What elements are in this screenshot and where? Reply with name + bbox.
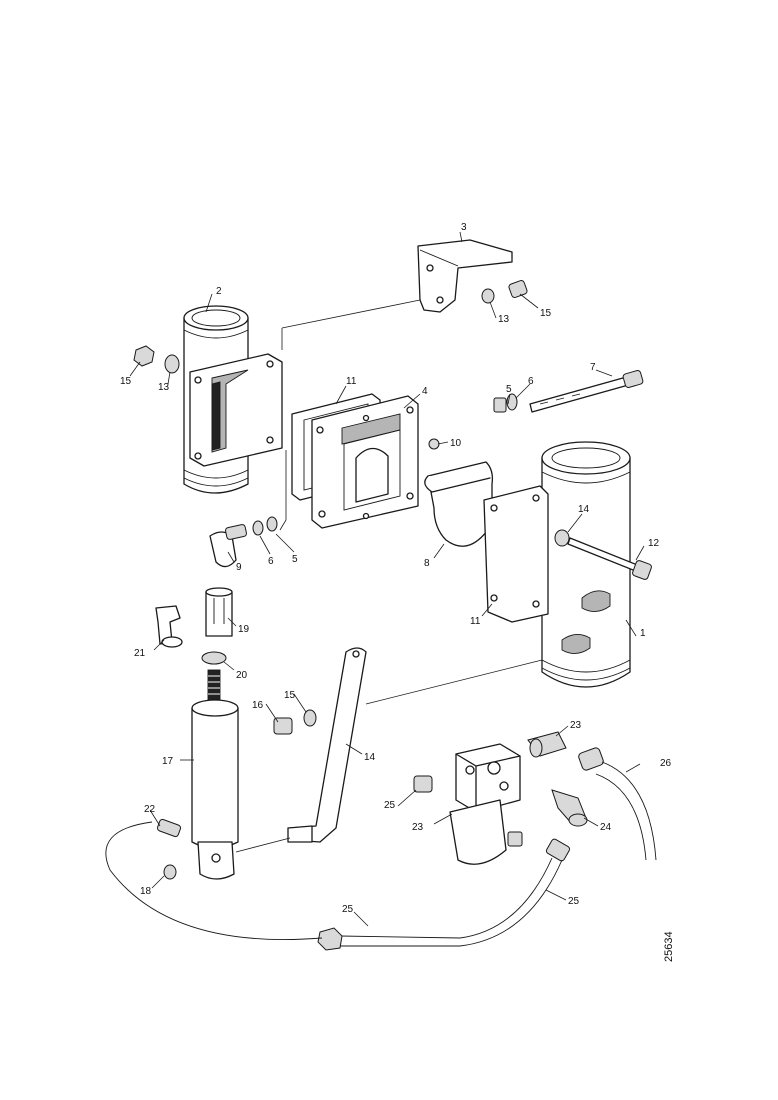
alignment-lines [235,299,543,853]
pipe-left [183,305,283,494]
callout-22: 23 [412,822,424,833]
callout-1: 1 [640,628,646,639]
callout-21: 22 [144,804,156,815]
pipe-main-right [483,441,631,688]
callout-labels: 3 2 15 13 13 15 11 4 5 6 7 10 14 12 8 11… [120,222,672,915]
elbow-fitting-top [527,731,567,758]
callout-11-top: 11 [346,376,357,387]
callout-15-left: 15 [120,376,132,387]
small-bolt-10 [428,438,440,450]
callout-6-top: 6 [528,376,534,387]
callout-11-lower: 11 [470,616,481,627]
elbow-fitting-lower [551,789,588,827]
callout-23-top: 23 [570,720,582,731]
fitting-24 [413,775,433,793]
callout-26: 26 [660,758,672,769]
pivot-20 [155,605,183,648]
callout-14-label: 14 [364,752,376,763]
callout-3: 3 [461,222,467,233]
callout-25-lower: 25 [342,904,354,915]
callout-5-lower: 5 [292,554,298,565]
callout-25-right: 25 [568,896,580,907]
callout-18: 19 [238,624,250,635]
callout-2: 2 [216,286,222,297]
callout-10: 10 [450,438,462,449]
callout-24: 25 [384,800,396,811]
callout-17: 18 [140,886,152,897]
bolt-upper [481,280,528,304]
callout-5-top: 5 [506,384,512,395]
callout-6-lower: 6 [268,556,274,567]
long-bolt-7 [493,370,644,413]
butterfly-flap [424,461,494,547]
solenoid-valve [449,743,523,865]
callout-13-left: 13 [158,382,170,393]
callout-8: 8 [424,558,430,569]
actuator-cylinder [191,669,239,880]
callout-13-mid: 15 [284,690,296,701]
valve-flange-plate [311,395,419,529]
callout-16: 17 [162,756,174,767]
callout-4: 4 [422,386,428,397]
leader-lines [129,231,645,927]
hose-26 [578,747,657,861]
nut-washer-left [133,345,180,374]
fitting-21 [156,818,182,880]
callout-20: 21 [134,648,146,659]
callout-12: 12 [648,538,660,549]
lever-arm-14 [287,647,367,843]
nut-19 [201,651,227,665]
lever-9 [209,516,278,568]
bolt-12 [554,529,652,580]
drawing-number: 25634 [663,931,675,962]
clevis-18 [205,587,233,637]
hose-25 [105,821,571,951]
callout-15-upper: 15 [540,308,552,319]
callout-15-mid: 16 [252,700,264,711]
mounting-bracket [417,239,513,313]
callout-7: 7 [590,362,596,373]
callout-13-right: 14 [578,504,590,515]
callout-19: 20 [236,670,248,681]
callout-9: 9 [236,562,242,573]
callout-23-lower: 24 [600,822,612,833]
bolt-middle [273,709,317,735]
callout-13-upper: 13 [498,314,510,325]
